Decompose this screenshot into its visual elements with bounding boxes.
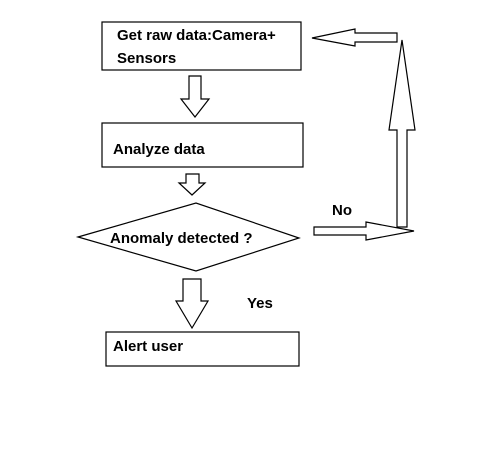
node-alert-user: Alert user bbox=[105, 331, 300, 367]
decision-diamond bbox=[75, 202, 301, 272]
node-get-raw-data: Get raw data:Camera+ Sensors bbox=[101, 21, 302, 71]
arrow-left-to-raw-data bbox=[311, 28, 398, 47]
node-analyze-data: Analyze data bbox=[101, 122, 304, 168]
arrow-down-raw-to-analyze bbox=[179, 75, 211, 118]
node-anomaly-decision: Anomaly detected ? bbox=[75, 202, 301, 272]
node-get-raw-data-line2: Sensors bbox=[117, 50, 176, 67]
node-anomaly-decision-label: Anomaly detected ? bbox=[110, 230, 253, 247]
node-analyze-data-box bbox=[101, 122, 304, 168]
edge-yes-label: Yes bbox=[247, 295, 273, 312]
arrow-down-decision-to-alert bbox=[174, 278, 210, 330]
edge-no-label: No bbox=[332, 202, 352, 219]
arrow-right-no-branch bbox=[313, 221, 415, 241]
arrow-down-analyze-to-decision bbox=[177, 173, 207, 196]
node-get-raw-data-line1: Get raw data:Camera+ bbox=[117, 27, 276, 44]
node-analyze-data-label: Analyze data bbox=[113, 141, 205, 158]
node-get-raw-data-box bbox=[101, 21, 302, 71]
node-alert-user-label: Alert user bbox=[113, 338, 183, 355]
arrow-up-return-loop bbox=[388, 39, 416, 228]
node-alert-user-box bbox=[105, 331, 300, 367]
